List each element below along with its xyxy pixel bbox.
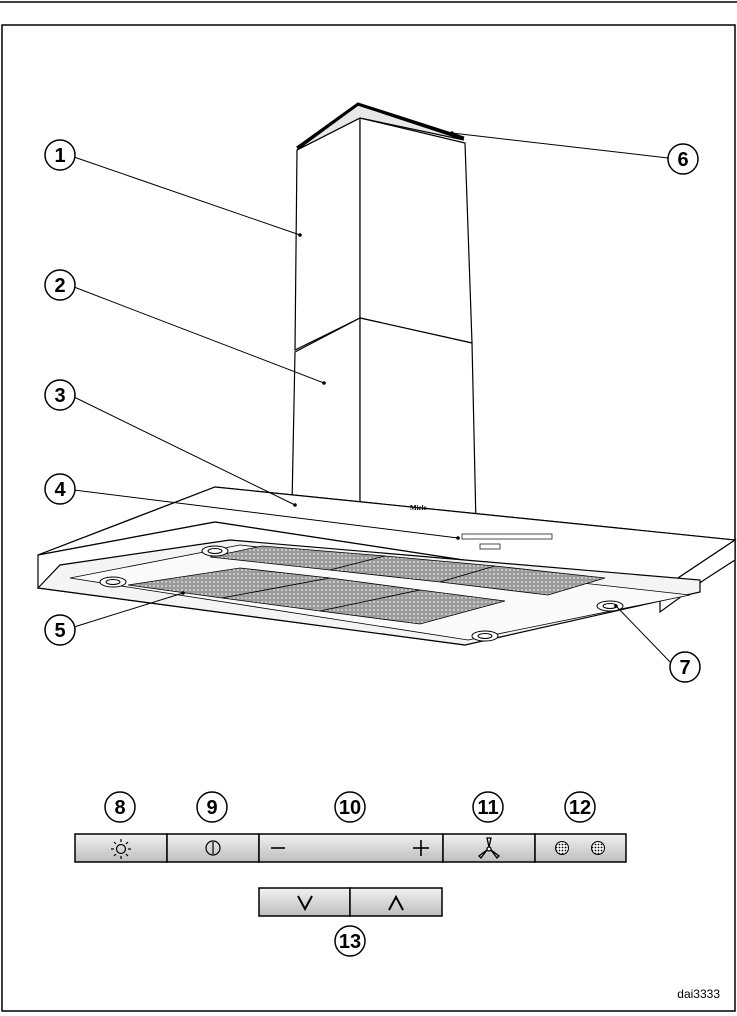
callout-2: 2	[45, 270, 75, 300]
callout-3: 3	[45, 380, 75, 410]
callout-11: 11	[473, 792, 503, 822]
down-button[interactable]	[259, 888, 350, 916]
chimney	[292, 104, 476, 525]
filter-button[interactable]	[535, 834, 626, 862]
callout-6: 6	[668, 144, 698, 174]
svg-text:7: 7	[679, 657, 690, 679]
callout-5: 5	[45, 615, 75, 645]
svg-text:2: 2	[54, 275, 65, 297]
svg-text:5: 5	[54, 620, 65, 642]
fan-button[interactable]	[443, 834, 535, 862]
callout-7: 7	[670, 652, 700, 682]
svg-text:6: 6	[677, 149, 688, 171]
callout-10: 10	[335, 792, 365, 822]
callout-9: 9	[197, 792, 227, 822]
callout-8: 8	[105, 792, 135, 822]
plus-button[interactable]	[380, 836, 440, 860]
svg-text:9: 9	[206, 797, 217, 819]
callout-12: 12	[565, 792, 595, 822]
svg-text:1: 1	[54, 145, 65, 167]
svg-text:12: 12	[569, 797, 591, 819]
minus-button[interactable]	[262, 836, 322, 860]
svg-text:11: 11	[477, 797, 498, 819]
upper-chimney-right	[360, 118, 472, 343]
up-button[interactable]	[350, 888, 442, 916]
svg-text:10: 10	[339, 797, 361, 819]
callout-4: 4	[45, 474, 75, 504]
svg-text:4: 4	[54, 479, 66, 501]
light-button[interactable]	[75, 834, 167, 862]
lower-chimney-right	[360, 318, 476, 525]
fan-speed-control	[259, 834, 443, 862]
power-button[interactable]	[167, 834, 259, 862]
svg-text:8: 8	[114, 797, 125, 819]
svg-text:3: 3	[54, 385, 65, 407]
brand-logo: Miele	[410, 504, 427, 512]
scroll-buttons	[259, 888, 442, 916]
control-panel	[75, 834, 626, 862]
upper-chimney-left	[295, 118, 360, 350]
drawing-code: dai3333	[677, 987, 720, 1001]
callout-1: 1	[45, 140, 75, 170]
svg-text:13: 13	[339, 931, 361, 953]
callout-13: 13	[335, 926, 365, 956]
